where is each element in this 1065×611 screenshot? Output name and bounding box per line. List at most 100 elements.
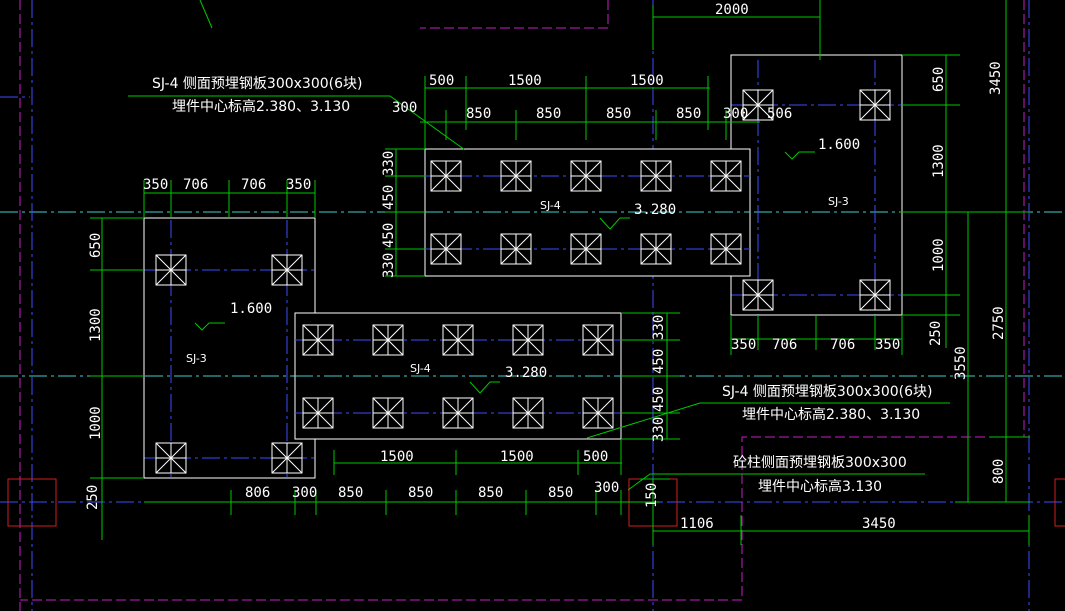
dim-text: 850 — [548, 485, 573, 501]
embed-plate — [570, 233, 602, 265]
note-text: 埋件中心标高2.380、3.130 — [742, 406, 920, 423]
dim-text: 706 — [183, 177, 208, 193]
dim-text: 650 — [931, 67, 947, 92]
foundation-label: SJ-3 — [828, 195, 849, 208]
boundary-lines — [19, 0, 1025, 611]
elevation-mark — [194, 322, 225, 331]
embed-plate — [372, 324, 404, 356]
elevation-mark — [599, 217, 630, 230]
embed-plate — [710, 160, 742, 192]
embed-plate — [582, 397, 614, 429]
dim-text: 850 — [676, 106, 701, 122]
embed-plate — [582, 324, 614, 356]
note-text: SJ-4 侧面预埋钢板300x300(6块) — [152, 76, 363, 92]
dim-text: 300 — [292, 485, 317, 501]
dim-text: 850 — [408, 485, 433, 501]
embed-plate — [271, 254, 303, 286]
column-outline — [1054, 478, 1065, 527]
leader-line — [586, 402, 950, 439]
dim-text: 330 — [651, 315, 667, 340]
leader-line — [128, 95, 466, 151]
dim-text: 1300 — [88, 308, 104, 342]
dim-text: 1500 — [630, 73, 664, 89]
dim-text: 330 — [381, 151, 397, 176]
embed-plate — [430, 160, 462, 192]
dim-text: 250 — [85, 485, 101, 510]
note-text: SJ-4 侧面预埋钢板300x300(6块) — [722, 384, 933, 400]
sj3-right-outline — [730, 54, 903, 316]
note-text: 砼柱侧面预埋钢板300x300 — [733, 455, 907, 471]
dim-text: 1500 — [508, 73, 542, 89]
embed-plate — [512, 324, 544, 356]
dim-text: 3450 — [988, 61, 1004, 95]
dim-text: 650 — [88, 233, 104, 258]
elevation-mark — [469, 381, 500, 394]
dim-text: 300 — [392, 100, 417, 116]
elevation-text: 1.600 — [230, 301, 272, 317]
boundary-line — [20, 0, 1025, 601]
dim-text: 330 — [381, 253, 397, 278]
dim-text: 706 — [241, 177, 266, 193]
dim-text: 450 — [651, 349, 667, 374]
note-text: 埋件中心标高3.130 — [758, 478, 882, 495]
embed-plate — [271, 442, 303, 474]
dim-text: 450 — [381, 185, 397, 210]
embed-plate — [859, 89, 891, 121]
dim-text: 150 — [644, 483, 660, 508]
foundation-label: SJ-4 — [410, 362, 431, 375]
embed-plate — [155, 442, 187, 474]
dim-text: 350 — [286, 177, 311, 193]
foundation-label: SJ-4 — [540, 199, 561, 212]
elevation-text: 3.280 — [505, 365, 547, 381]
dim-text: 3550 — [953, 346, 969, 380]
dim-line — [199, 0, 213, 29]
column-outline — [7, 478, 57, 527]
dim-text: 300 — [723, 106, 748, 122]
dim-text: 1000 — [931, 238, 947, 272]
embed-plate — [742, 89, 774, 121]
embed-plate — [710, 233, 742, 265]
embed-plate — [742, 279, 774, 311]
dim-text: 330 — [651, 417, 667, 442]
embed-plate — [500, 160, 532, 192]
note-text: 埋件中心标高2.380、3.130 — [172, 98, 350, 115]
dim-text: 706 — [772, 337, 797, 353]
embed-plate — [430, 233, 462, 265]
embed-plate — [155, 254, 187, 286]
embed-plate — [570, 160, 602, 192]
embed-plate — [512, 397, 544, 429]
embed-plate — [302, 324, 334, 356]
dim-text: 450 — [651, 387, 667, 412]
leader-line — [627, 473, 925, 491]
embed-plate — [442, 397, 474, 429]
dim-text: 2000 — [715, 2, 749, 18]
dim-text: 450 — [381, 223, 397, 248]
dim-text: 850 — [338, 485, 363, 501]
dim-text: 350 — [875, 337, 900, 353]
dim-text: 850 — [606, 106, 631, 122]
dim-text: 350 — [143, 177, 168, 193]
embed-plate — [640, 233, 672, 265]
dim-text: 1500 — [380, 449, 414, 465]
dim-text: 350 — [731, 337, 756, 353]
embed-plate — [859, 279, 891, 311]
elevation-mark — [784, 151, 815, 160]
embed-plates — [155, 89, 891, 474]
dim-text: 1000 — [88, 406, 104, 440]
dimension-lines — [90, 0, 1030, 545]
elevation-text: 1.600 — [818, 137, 860, 153]
dim-text: 300 — [594, 480, 619, 496]
embed-plate — [302, 397, 334, 429]
dim-text: 250 — [928, 321, 944, 346]
dim-text: 800 — [991, 459, 1007, 484]
dim-text: 850 — [466, 106, 491, 122]
boundary-line — [420, 0, 609, 29]
dim-text: 500 — [429, 73, 454, 89]
dim-text: 500 — [583, 449, 608, 465]
dim-text: 2750 — [991, 306, 1007, 340]
embed-plate — [500, 233, 532, 265]
sj3-left-outline — [143, 217, 316, 479]
dim-text: 850 — [478, 485, 503, 501]
dim-text: 506 — [767, 106, 792, 122]
